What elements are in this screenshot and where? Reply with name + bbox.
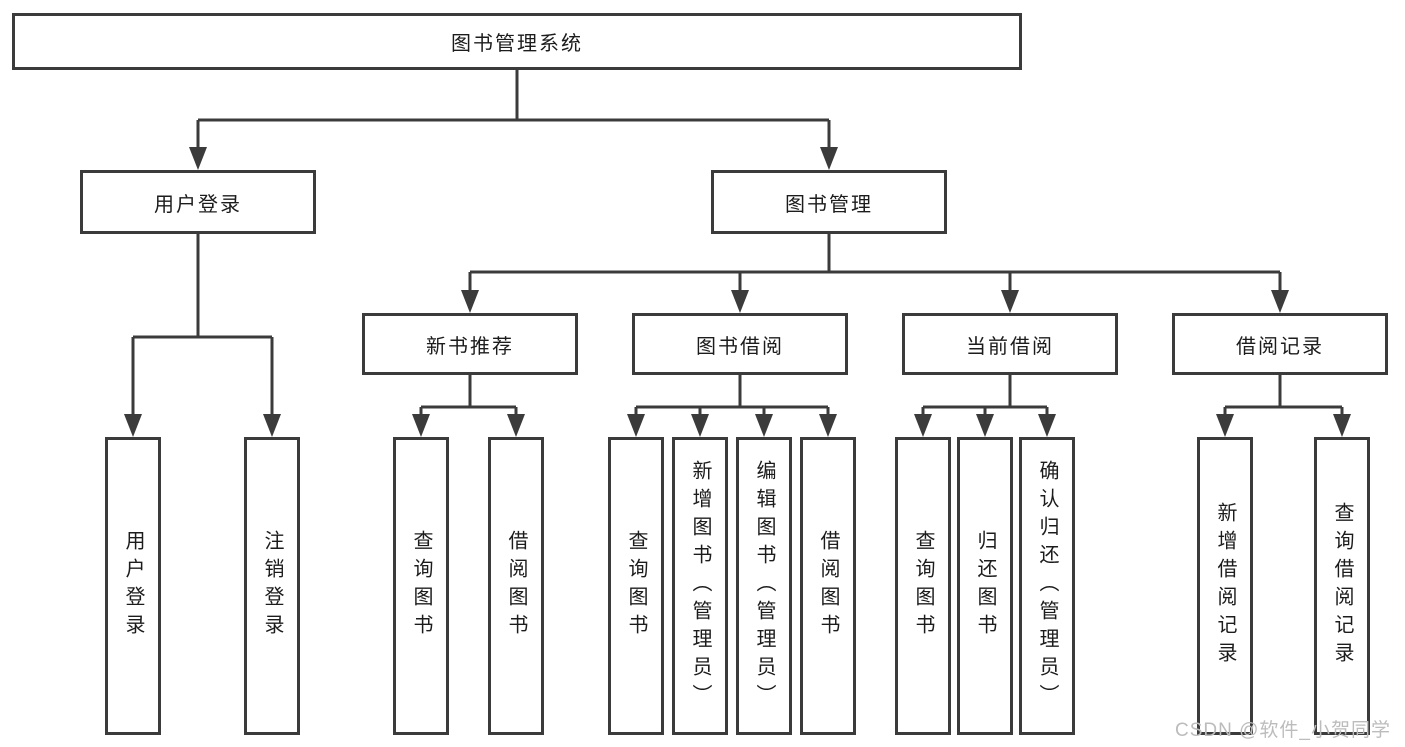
leaf-user-login: 用户登录 bbox=[105, 437, 161, 735]
node-root-system: 图书管理系统 bbox=[12, 13, 1022, 70]
leaf-confirm-return-admin: 确认归还（管理员） bbox=[1019, 437, 1075, 735]
node-book-borrow: 图书借阅 bbox=[632, 313, 848, 375]
node-new-book-recommend: 新书推荐 bbox=[362, 313, 578, 375]
node-current-borrow: 当前借阅 bbox=[902, 313, 1118, 375]
leaf-logout-login: 注销登录 bbox=[244, 437, 300, 735]
leaf-query-books-current: 查询图书 bbox=[895, 437, 951, 735]
leaf-query-books-borrow: 查询图书 bbox=[608, 437, 664, 735]
leaf-return-books: 归还图书 bbox=[957, 437, 1013, 735]
leaf-edit-book-admin: 编辑图书（管理员） bbox=[736, 437, 792, 735]
node-user-login: 用户登录 bbox=[80, 170, 316, 234]
leaf-query-books-recommend: 查询图书 bbox=[393, 437, 449, 735]
leaf-add-book-admin: 新增图书（管理员） bbox=[672, 437, 728, 735]
leaf-borrow-books-recommend: 借阅图书 bbox=[488, 437, 544, 735]
leaf-query-borrow-record: 查询借阅记录 bbox=[1314, 437, 1370, 735]
leaf-add-borrow-record: 新增借阅记录 bbox=[1197, 437, 1253, 735]
csdn-watermark: CSDN @软件_小贺同学 bbox=[1175, 720, 1391, 741]
node-book-management: 图书管理 bbox=[711, 170, 947, 234]
leaf-borrow-books: 借阅图书 bbox=[800, 437, 856, 735]
node-borrow-records: 借阅记录 bbox=[1172, 313, 1388, 375]
